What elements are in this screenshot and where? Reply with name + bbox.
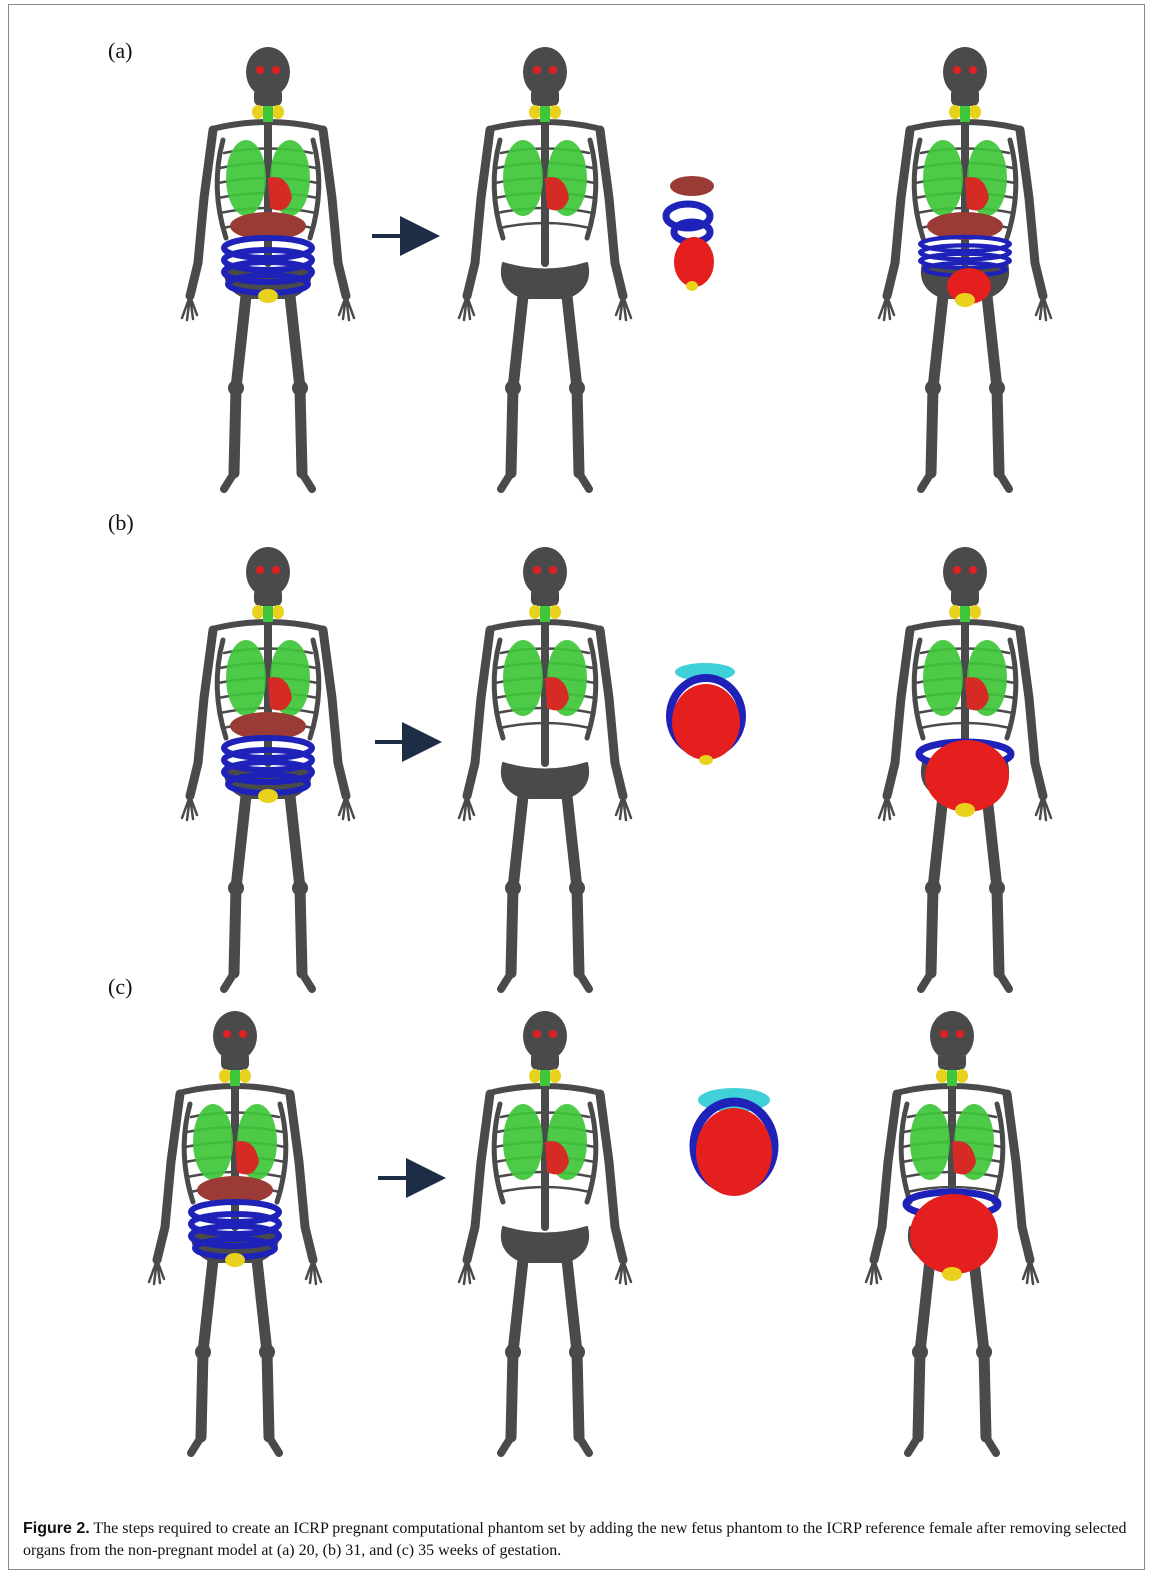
phantom-figure xyxy=(0,0,1155,1510)
row-c xyxy=(149,1011,1038,1453)
fetus-phantom-b xyxy=(670,663,742,765)
pregnant-female-a xyxy=(879,47,1051,489)
pregnant-female-c xyxy=(866,1011,1038,1453)
row-a xyxy=(182,47,1051,489)
pregnant-female-b xyxy=(879,547,1051,989)
figure-caption: Figure 2. The steps required to create a… xyxy=(23,1518,1133,1562)
organs-removed-b xyxy=(459,547,631,989)
caption-text: The steps required to create an ICRP pre… xyxy=(23,1520,1127,1559)
organs-removed-c xyxy=(459,1011,631,1453)
fetus-phantom-a xyxy=(666,176,714,291)
fetus-phantom-c xyxy=(694,1088,774,1196)
row-b xyxy=(182,547,1051,989)
caption-prefix: Figure 2. xyxy=(23,1520,90,1537)
reference-female-b xyxy=(182,547,354,989)
organs-removed-a xyxy=(459,47,631,489)
reference-female-a xyxy=(182,47,354,489)
reference-female-c xyxy=(149,1011,321,1453)
